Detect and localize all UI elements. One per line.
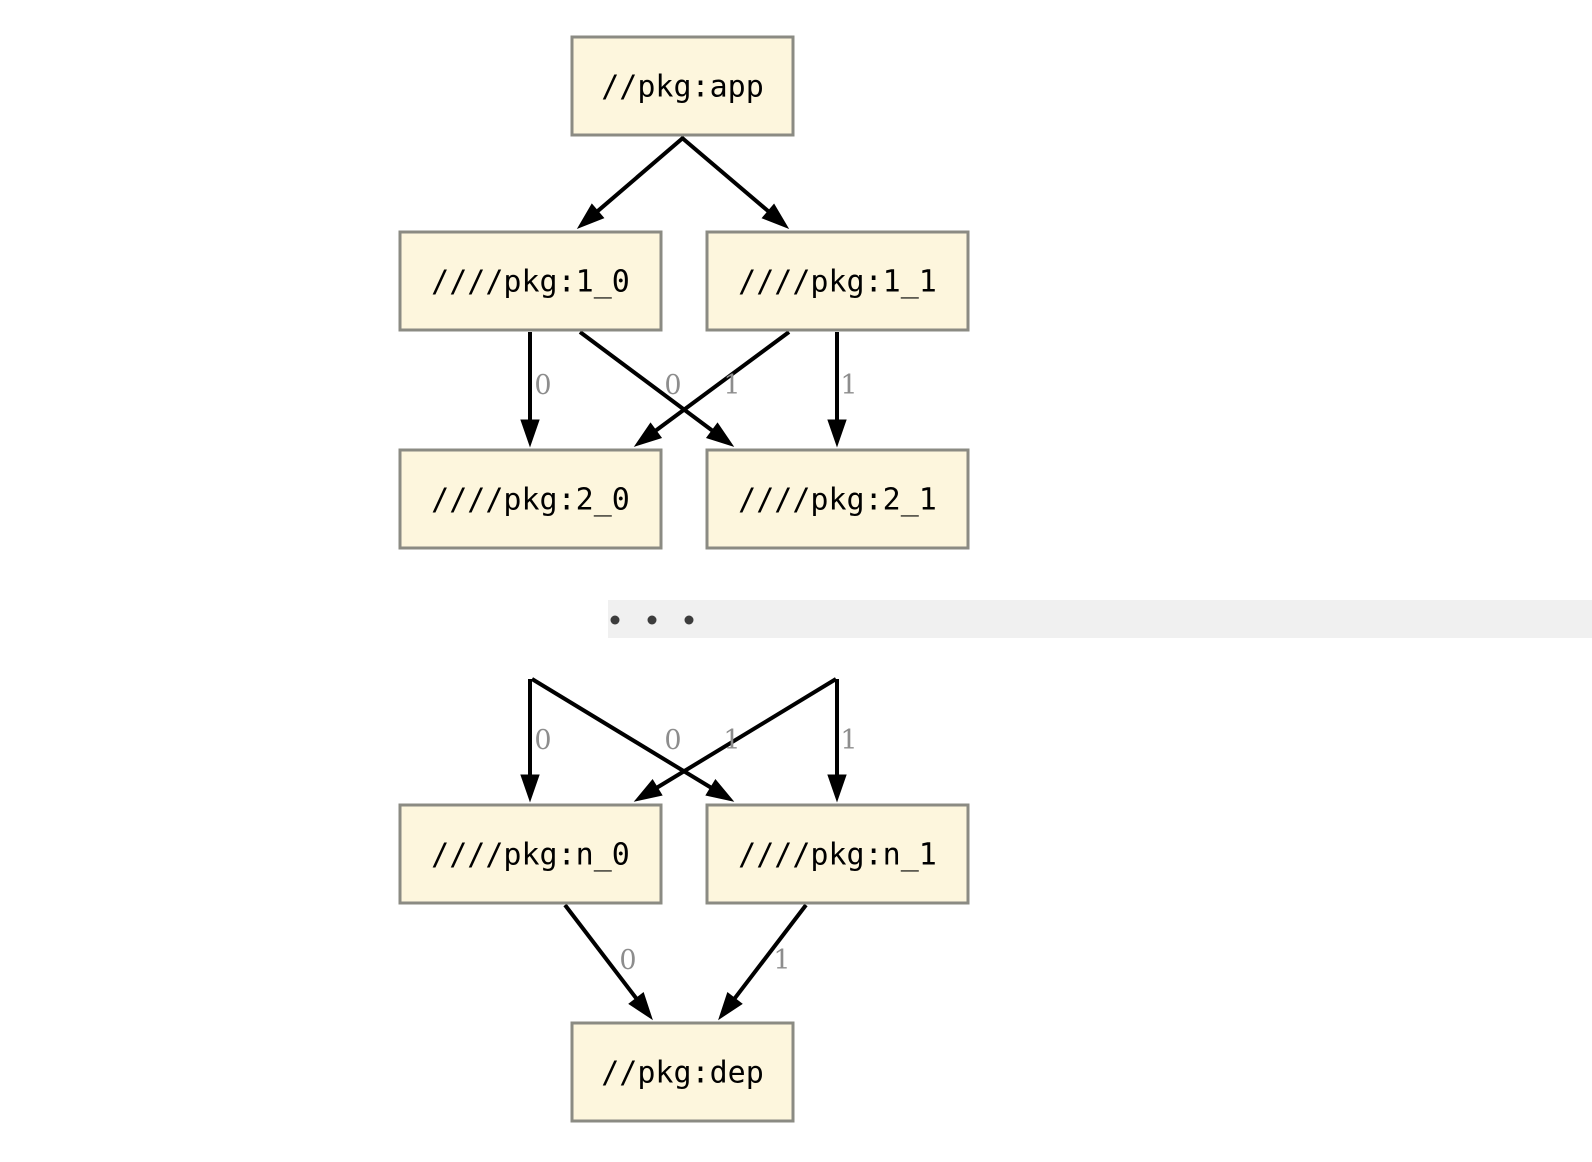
edge-label: 1 xyxy=(840,725,857,756)
edge-arrowhead xyxy=(761,203,790,229)
edge-arrowhead xyxy=(576,203,605,229)
edge-line xyxy=(654,330,791,433)
edges-layer xyxy=(520,135,847,1021)
node-label: ////pkg:n_0 xyxy=(431,838,630,873)
edge-arrowhead xyxy=(520,774,540,803)
node-label: ////pkg:1_0 xyxy=(431,265,630,300)
edge-line xyxy=(530,677,712,790)
graph-node-ln_0[interactable]: ////pkg:n_0 xyxy=(398,803,663,905)
edge-line xyxy=(563,903,638,1000)
edge-line xyxy=(656,677,838,790)
edge-arrowhead xyxy=(628,992,653,1021)
ellipsis-dot xyxy=(610,615,620,625)
edge-label: 0 xyxy=(664,725,681,756)
edge-line xyxy=(679,135,770,213)
nodes-layer: //pkg:app ////pkg:1_0 ////pkg:1_1 ////pkg:2… xyxy=(398,35,970,1123)
edge-label: 1 xyxy=(840,370,857,401)
graph-node-ln_1[interactable]: ////pkg:n_1 xyxy=(705,803,970,905)
edge-arrowhead xyxy=(705,422,735,447)
node-box[interactable] xyxy=(398,230,663,332)
edge-label: 0 xyxy=(534,370,551,401)
node-box[interactable] xyxy=(398,448,663,550)
graph-node-l1_1[interactable]: ////pkg:1_1 xyxy=(705,230,970,332)
edge-label: 0 xyxy=(619,945,636,976)
graph-node-l2_0[interactable]: ////pkg:2_0 xyxy=(398,448,663,550)
node-label: ////pkg:n_1 xyxy=(738,838,937,873)
node-box[interactable] xyxy=(705,803,970,905)
edge-arrowhead xyxy=(705,778,735,802)
graph-node-app[interactable]: //pkg:app xyxy=(570,35,795,137)
separator-layer xyxy=(608,600,1592,638)
edge-labels-layer: 0 0 1 1 0 0 1 1 0 1 xyxy=(534,370,857,976)
edge-label: 0 xyxy=(534,725,551,756)
edge-arrowhead xyxy=(520,419,540,448)
edge-arrowhead xyxy=(718,992,743,1021)
ellipsis-dot xyxy=(647,615,657,625)
edge-arrowhead xyxy=(827,419,847,448)
edge-arrowhead xyxy=(827,774,847,803)
node-box[interactable] xyxy=(705,448,970,550)
graph-node-l2_1[interactable]: ////pkg:2_1 xyxy=(705,448,970,550)
edge-label: 0 xyxy=(664,370,681,401)
node-label: //pkg:app xyxy=(601,70,764,105)
edge-arrowhead xyxy=(633,422,663,447)
edge-label: 1 xyxy=(773,945,790,976)
edge-label: 1 xyxy=(723,370,740,401)
ellipsis-separator-band xyxy=(608,600,1592,638)
node-box[interactable] xyxy=(570,1021,795,1123)
node-label: ////pkg:1_1 xyxy=(738,265,937,300)
edge-line xyxy=(596,135,686,213)
edge-line xyxy=(578,330,714,433)
graph-node-dep[interactable]: //pkg:dep xyxy=(570,1021,795,1123)
node-label: ////pkg:2_0 xyxy=(431,483,630,518)
edge-arrowhead xyxy=(633,778,663,802)
node-box[interactable] xyxy=(570,35,795,137)
edge-line xyxy=(733,903,808,1000)
graph-node-l1_0[interactable]: ////pkg:1_0 xyxy=(398,230,663,332)
node-label: //pkg:dep xyxy=(601,1056,764,1091)
ellipsis-dot xyxy=(684,615,694,625)
node-box[interactable] xyxy=(398,803,663,905)
node-label: ////pkg:2_1 xyxy=(738,483,937,518)
edge-label: 1 xyxy=(723,725,740,756)
node-box[interactable] xyxy=(705,230,970,332)
